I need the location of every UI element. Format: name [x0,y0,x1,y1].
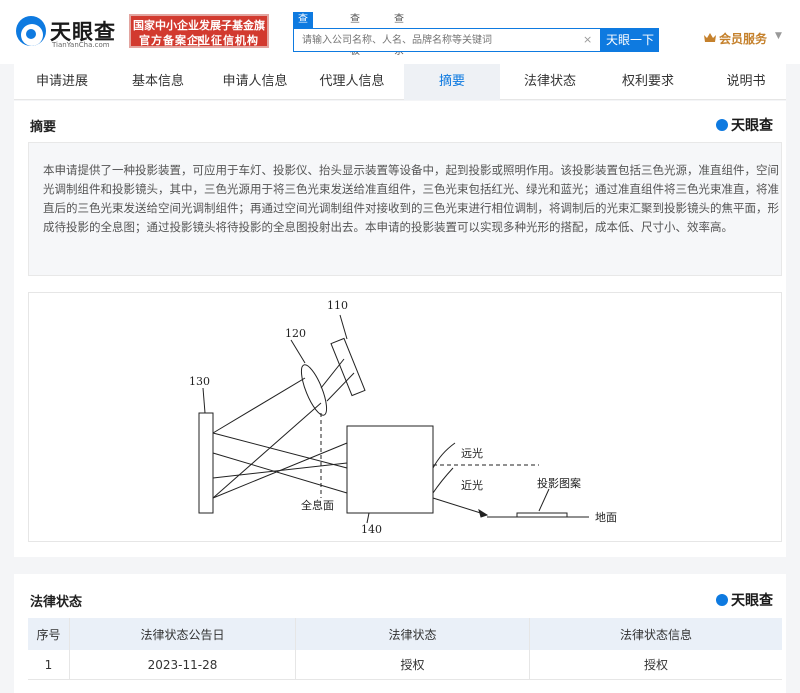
search-tab-relation[interactable]: 查关系 [394,14,404,57]
component-110 [330,337,366,397]
header-date: 法律状态公告日 [70,618,296,650]
tab-progress[interactable]: 申请进展 [35,74,88,89]
tab-abstract[interactable]: 摘要 [404,64,500,100]
badge-line2: 官方备案企业征信机构 [139,34,259,47]
abstract-section-logo: 天眼查 [716,115,773,135]
search-button[interactable]: 天眼一下 [601,28,659,52]
abstract-title: 摘要 [30,120,57,135]
row-status-info: 授权 [643,658,668,672]
label-projection-pattern: 投影图案 [537,476,581,490]
tab-applicant[interactable]: 申请人信息 [222,74,288,89]
search-tab-boss[interactable]: 查老板 [350,14,360,57]
abstract-figure: 110 120 130 140 远光 近光 全息面 投影图案 地面 [28,292,782,542]
site-logo[interactable]: 天眼查 TianYanCha.com [16,14,128,50]
section-logo-text: 天眼查 [731,593,773,609]
tab-agent[interactable]: 代理人信息 [319,74,385,89]
tab-legal-status[interactable]: 法律状态 [523,74,576,89]
table-header: 序号 法律状态公告日 法律状态 法律状态信息 [28,618,782,650]
projection-diagram: 110 120 130 140 远光 近光 全息面 投影图案 地面 [189,299,617,536]
logo-text: 天眼查 [50,20,116,44]
abstract-text: 本申请提供了一种投影装置，可应用于车灯、投影仪、抬头显示装置等设备中，起到投影或… [43,163,779,234]
search-input[interactable] [293,28,601,52]
detail-tab-nav: 申请进展 基本信息 申请人信息 代理人信息 摘要 法律状态 权利要求 说明书 [14,64,786,100]
label-130: 130 [189,375,210,388]
row-date: 2023-11-28 [70,650,296,679]
legal-section-logo: 天眼查 [716,590,773,610]
badge-line1: 国家中小企业发展子基金旗下 [133,19,265,48]
chevron-down-icon[interactable]: ▼ [775,31,782,41]
label-far-beam: 远光 [461,446,483,460]
member-service-link[interactable]: 会员服务 [719,32,768,46]
abstract-box: 本申请提供了一种投影装置，可应用于车灯、投影仪、抬头显示装置等设备中，起到投影或… [28,142,782,276]
legal-status-title: 法律状态 [30,595,83,610]
tab-claims[interactable]: 权利要求 [621,74,674,89]
tab-basic-info[interactable]: 基本信息 [131,74,184,89]
label-hologram-plane: 全息面 [301,498,334,512]
header-status-info: 法律状态信息 [619,627,692,642]
search-tab-company[interactable]: 查公司 [293,12,313,57]
eye-logo-icon [16,16,46,46]
component-140 [346,425,434,514]
tab-description[interactable]: 说明书 [726,74,766,89]
header-status: 法律状态 [296,618,530,650]
clear-icon[interactable]: × [583,33,593,46]
label-120: 120 [285,327,306,340]
top-bar: 天眼查 TianYanCha.com 国家中小企业发展子基金旗下 官方备案企业征… [0,0,800,64]
official-badge: 国家中小企业发展子基金旗下 官方备案企业征信机构 [129,14,269,48]
table-row: 1 2023-11-28 授权 授权 [28,650,782,680]
header-index: 序号 [28,618,70,650]
label-near-beam: 近光 [461,478,483,492]
eye-logo-icon [716,594,728,606]
crown-icon [704,33,716,42]
row-status: 授权 [296,650,530,679]
label-ground: 地面 [595,511,617,524]
row-index: 1 [28,650,70,679]
label-110: 110 [327,299,348,312]
eye-logo-icon [716,119,728,131]
section-logo-text: 天眼查 [731,118,773,134]
component-130 [198,412,214,514]
label-140: 140 [361,523,382,536]
logo-subtext: TianYanCha.com [52,41,110,49]
